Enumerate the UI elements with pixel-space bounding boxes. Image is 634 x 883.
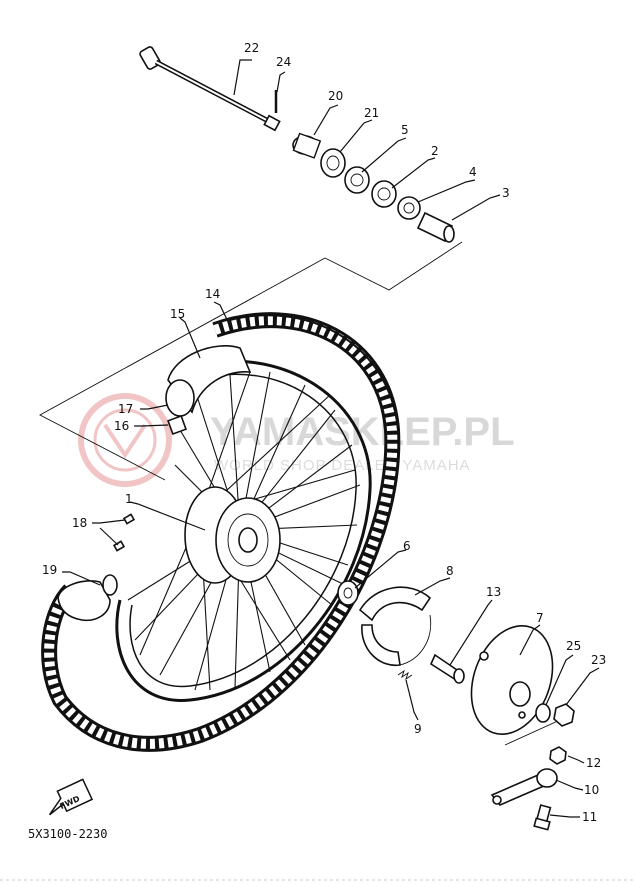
callout-24: 24: [276, 55, 291, 69]
diagram-code: 5X3100-2230: [28, 827, 107, 841]
callout-4: 4: [469, 165, 477, 179]
fwd-arrow-icon: FWD: [48, 778, 94, 816]
spacer-3: [416, 211, 455, 243]
hub: [184, 486, 281, 584]
axle: [139, 46, 281, 132]
watermark-sub-text: WORLD SHOP DEALER YAMAHA: [214, 457, 471, 474]
leader-lines: [62, 59, 600, 818]
bolt-11: [533, 804, 552, 831]
callout-8: 8: [446, 564, 454, 578]
callout-6: 6: [403, 539, 411, 553]
callout-16: 16: [114, 419, 129, 433]
bearing-2: [371, 180, 397, 208]
callout-15: 15: [170, 307, 185, 321]
callout-11: 11: [582, 810, 597, 824]
inner-tube: [165, 345, 252, 417]
tire-section: [57, 574, 118, 622]
bearing-5: [344, 166, 370, 194]
callout-21: 21: [364, 106, 379, 120]
callout-22: 22: [244, 41, 259, 55]
spacer-20: [292, 132, 322, 159]
callout-19: 19: [42, 563, 57, 577]
callout-12: 12: [586, 756, 601, 770]
callout-17: 17: [118, 402, 133, 416]
washer-25: [535, 703, 551, 723]
oil-seal-6: [337, 580, 359, 606]
callout-numbers: 22 24 20 21 5 2 4 3 14 15 17 16 1 18 19 …: [42, 41, 606, 824]
callout-20: 20: [328, 89, 343, 103]
callout-18: 18: [72, 516, 87, 530]
cam-lever: [490, 768, 558, 806]
watermark-logo-icon: [78, 393, 172, 487]
watermark-main-text: YAMASKLEP.PL: [210, 410, 515, 454]
callout-1: 1: [125, 492, 133, 506]
callout-7: 7: [536, 611, 544, 625]
tire: [41, 312, 401, 752]
valve: [167, 415, 187, 435]
watermark: YAMASKLEP.PL WORLD SHOP DEALER YAMAHA: [78, 393, 515, 487]
callout-25: 25: [566, 639, 581, 653]
brake-shoes: [358, 586, 432, 667]
callout-2: 2: [431, 144, 439, 158]
callout-9: 9: [414, 722, 422, 736]
assembly-lines: [39, 241, 561, 746]
callout-5: 5: [401, 123, 409, 137]
callout-23: 23: [591, 653, 606, 667]
oil-seal-21: [320, 148, 346, 178]
nut-23: [553, 703, 575, 727]
brake-spring: [397, 669, 413, 681]
spoke-nipples: [112, 513, 136, 552]
callout-13: 13: [486, 585, 501, 599]
nut-12: [549, 746, 567, 765]
callout-3: 3: [502, 186, 510, 200]
brake-plate: [470, 624, 554, 736]
brake-camshaft: [429, 653, 465, 684]
oil-seal-4: [397, 196, 421, 220]
callout-14: 14: [205, 287, 220, 301]
callout-10: 10: [584, 783, 599, 797]
